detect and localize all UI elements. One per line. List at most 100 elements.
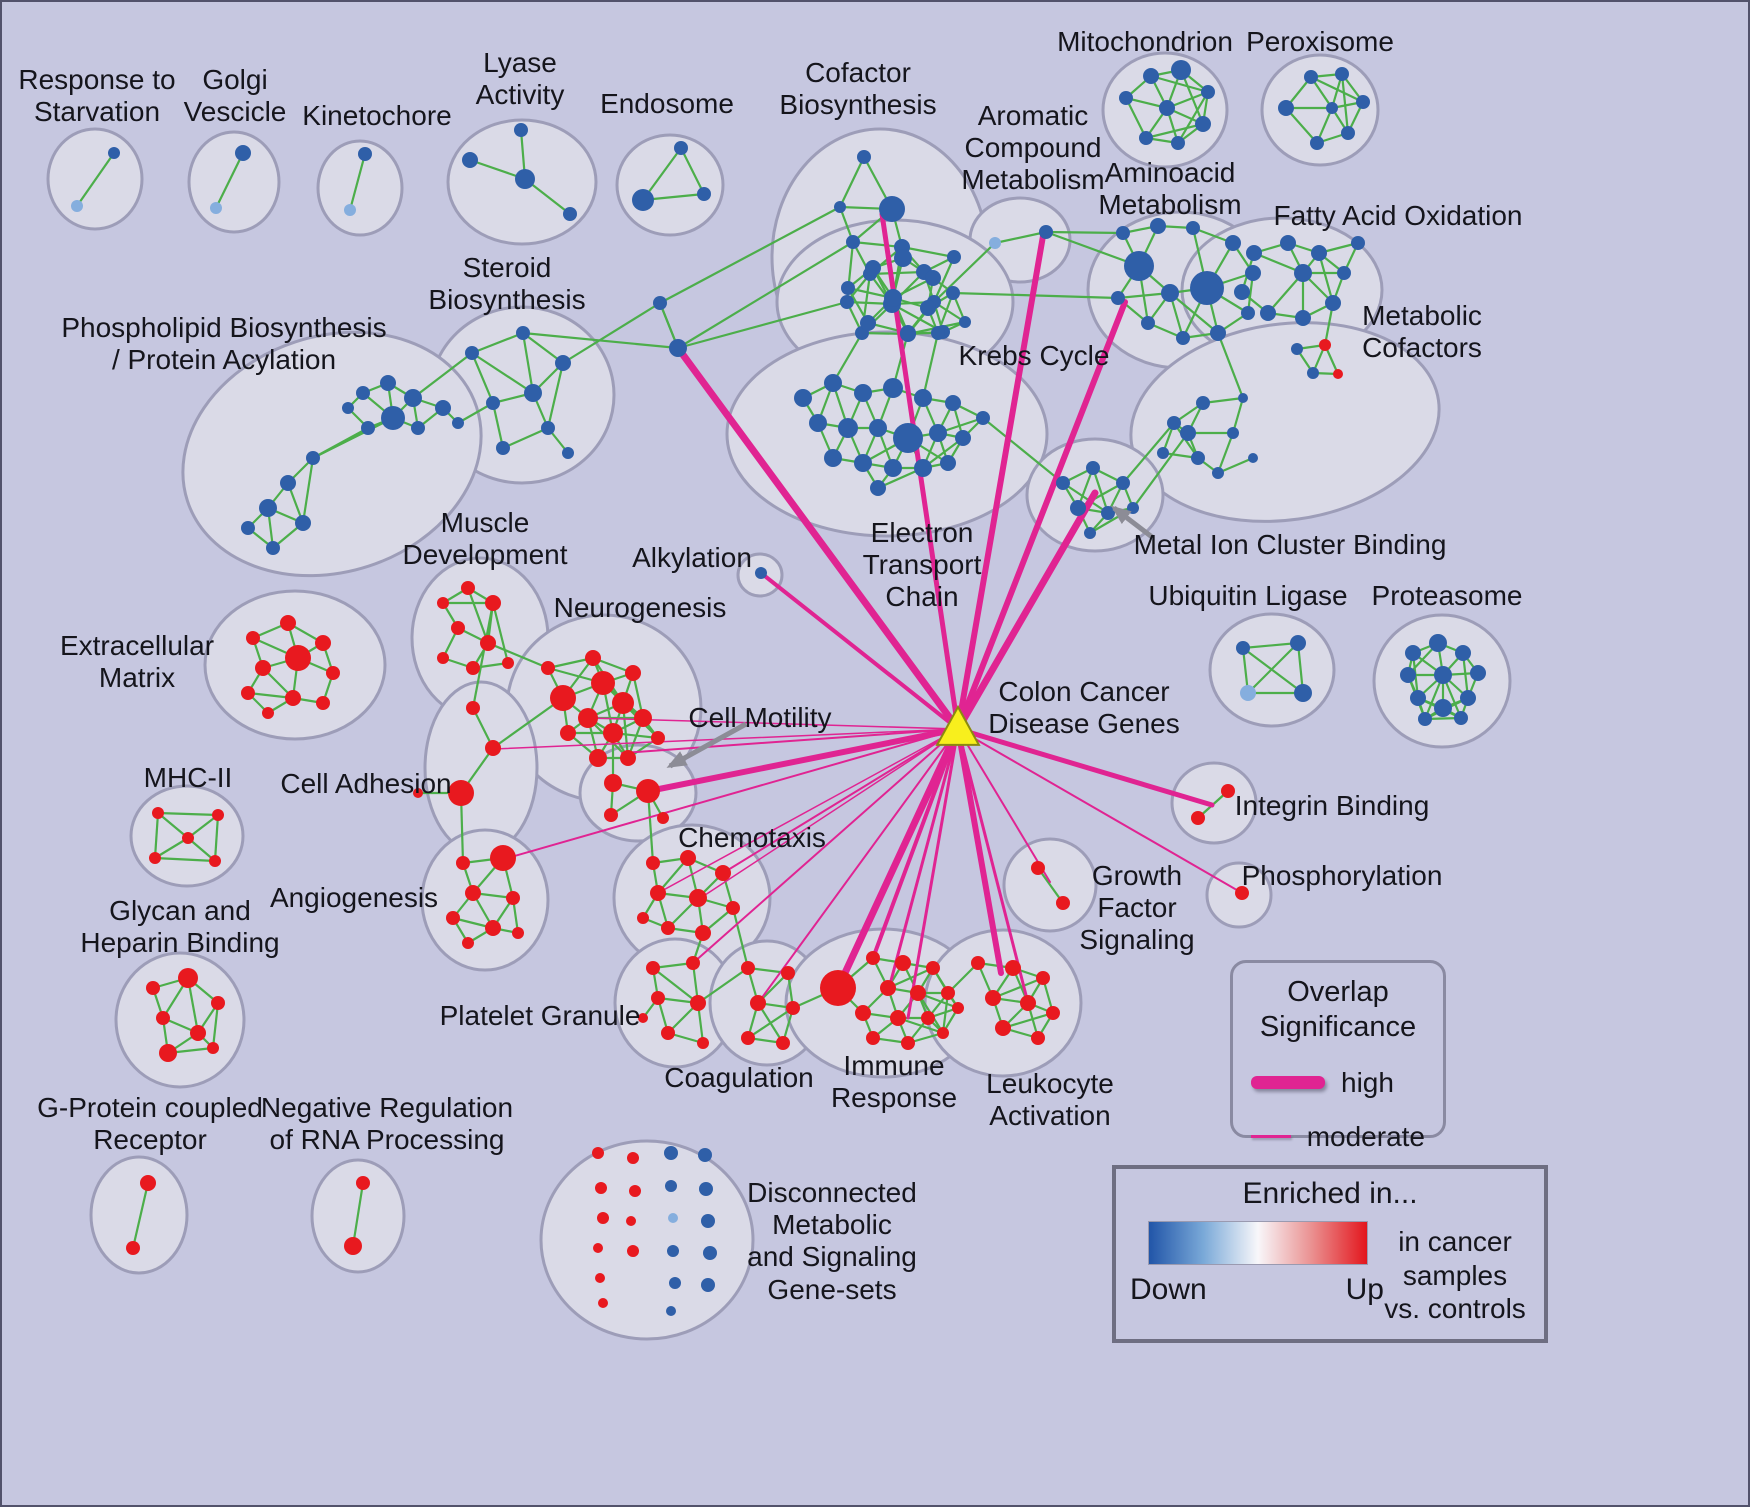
gene-set-node — [1337, 266, 1351, 280]
gene-overlap-edge — [646, 790, 655, 864]
gene-set-node — [1235, 886, 1249, 900]
gene-overlap-edge — [1002, 1011, 1054, 1030]
gene-set-node — [781, 966, 795, 980]
gene-set-node — [515, 169, 535, 189]
gene-overlap-edge — [351, 1182, 365, 1247]
gene-overlap-edge — [677, 241, 854, 349]
disease-overlap-edge — [957, 728, 1051, 883]
gene-overlap-edge — [492, 697, 564, 749]
gene-set-node — [1119, 91, 1133, 105]
gene-overlap-edge — [466, 587, 490, 644]
gene-set-node — [437, 652, 449, 664]
gene-set-node — [1221, 784, 1235, 798]
gene-overlap-edge — [901, 245, 955, 259]
gene-set-node — [541, 661, 555, 675]
gene-set-node — [1101, 506, 1115, 520]
gene-set-node — [1278, 100, 1294, 116]
gene-set-node — [854, 384, 872, 402]
gene-set-node — [316, 696, 330, 710]
gene-set-node — [149, 852, 161, 864]
gene-set-node — [955, 430, 971, 446]
gene-overlap-edge — [187, 814, 219, 839]
gene-set-node — [715, 865, 731, 881]
gene-set-node — [592, 1147, 604, 1159]
gene-overlap-edge — [1062, 482, 1109, 514]
gene-set-node — [646, 856, 660, 870]
gene-set-node — [668, 1213, 678, 1223]
gene-set-node — [595, 1182, 607, 1194]
gene-set-node — [241, 521, 255, 535]
gene-set-node — [146, 981, 160, 995]
gene-set-node — [486, 396, 500, 410]
overlap-legend-title-line2: Significance — [1259, 1010, 1417, 1043]
gene-overlap-edge — [487, 641, 549, 670]
gene-set-node — [651, 991, 665, 1005]
gene-overlap-edge — [1122, 422, 1175, 484]
gene-set-node — [604, 808, 618, 822]
gene-set-node — [926, 961, 940, 975]
gene-set-node — [306, 451, 320, 465]
gene-overlap-edge — [1045, 230, 1124, 235]
gene-set-node — [841, 281, 855, 295]
gene-set-node — [985, 990, 1001, 1006]
gene-set-node — [651, 731, 665, 745]
gene-overlap-edge — [522, 332, 564, 364]
gene-set-node — [824, 449, 842, 467]
gene-set-node — [1039, 225, 1053, 239]
gene-set-node — [1234, 284, 1250, 300]
gene-set-node — [1056, 896, 1070, 910]
gene-set-node — [638, 1013, 648, 1023]
disease-overlap-edge — [955, 726, 1004, 976]
gene-overlap-edge — [546, 362, 565, 429]
gene-set-node — [506, 891, 520, 905]
gene-overlap-edge — [680, 147, 705, 195]
gene-set-node — [794, 389, 812, 407]
gene-set-node — [1455, 645, 1471, 661]
gene-set-node — [669, 1277, 681, 1289]
gene-overlap-edge — [921, 332, 940, 399]
disease-overlap-edge — [698, 728, 959, 900]
gene-set-node — [1201, 85, 1215, 99]
gene-set-node — [159, 1044, 177, 1062]
gene-set-node — [667, 1245, 679, 1257]
gene-set-node — [1176, 331, 1190, 345]
gene-set-node — [604, 774, 622, 792]
gene-set-node — [485, 740, 501, 756]
gene-set-node — [946, 286, 960, 300]
gene-set-node — [585, 650, 601, 666]
gene-set-node — [1291, 343, 1303, 355]
gene-set-node — [921, 1011, 935, 1025]
gene-set-node — [1460, 690, 1476, 706]
gene-set-node — [342, 402, 354, 414]
gene-set-node — [555, 355, 571, 371]
gene-set-node — [1191, 451, 1205, 465]
gene-set-node — [1356, 95, 1370, 109]
gene-set-node — [597, 1212, 609, 1224]
gene-overlap-edge — [213, 814, 220, 862]
gene-set-node — [404, 389, 422, 407]
gene-set-node — [657, 812, 669, 824]
gene-set-node — [612, 692, 634, 714]
gene-set-node — [1290, 635, 1306, 651]
gene-set-node — [726, 901, 740, 915]
gene-set-node — [451, 621, 465, 635]
gene-set-node — [893, 423, 923, 453]
gene-set-node — [437, 597, 449, 609]
gene-set-node — [465, 885, 481, 901]
gene-set-node — [1171, 60, 1191, 80]
disease-overlap-edge — [757, 728, 959, 1004]
pointer-arrow — [666, 721, 748, 769]
gene-set-node — [1325, 295, 1341, 311]
gene-set-node — [1196, 396, 1210, 410]
overlap-legend-title-line1: Overlap — [1287, 976, 1389, 1008]
gene-set-node — [653, 296, 667, 310]
gene-set-node — [698, 1148, 712, 1162]
gene-overlap-edge — [470, 352, 495, 404]
gene-set-node — [854, 454, 872, 472]
gene-set-node — [959, 316, 971, 328]
gene-set-node — [947, 250, 961, 264]
gene-set-node — [661, 921, 675, 935]
gene-set-node — [578, 708, 598, 728]
gene-set-node — [945, 395, 961, 411]
gene-overlap-edge — [1216, 432, 1235, 474]
